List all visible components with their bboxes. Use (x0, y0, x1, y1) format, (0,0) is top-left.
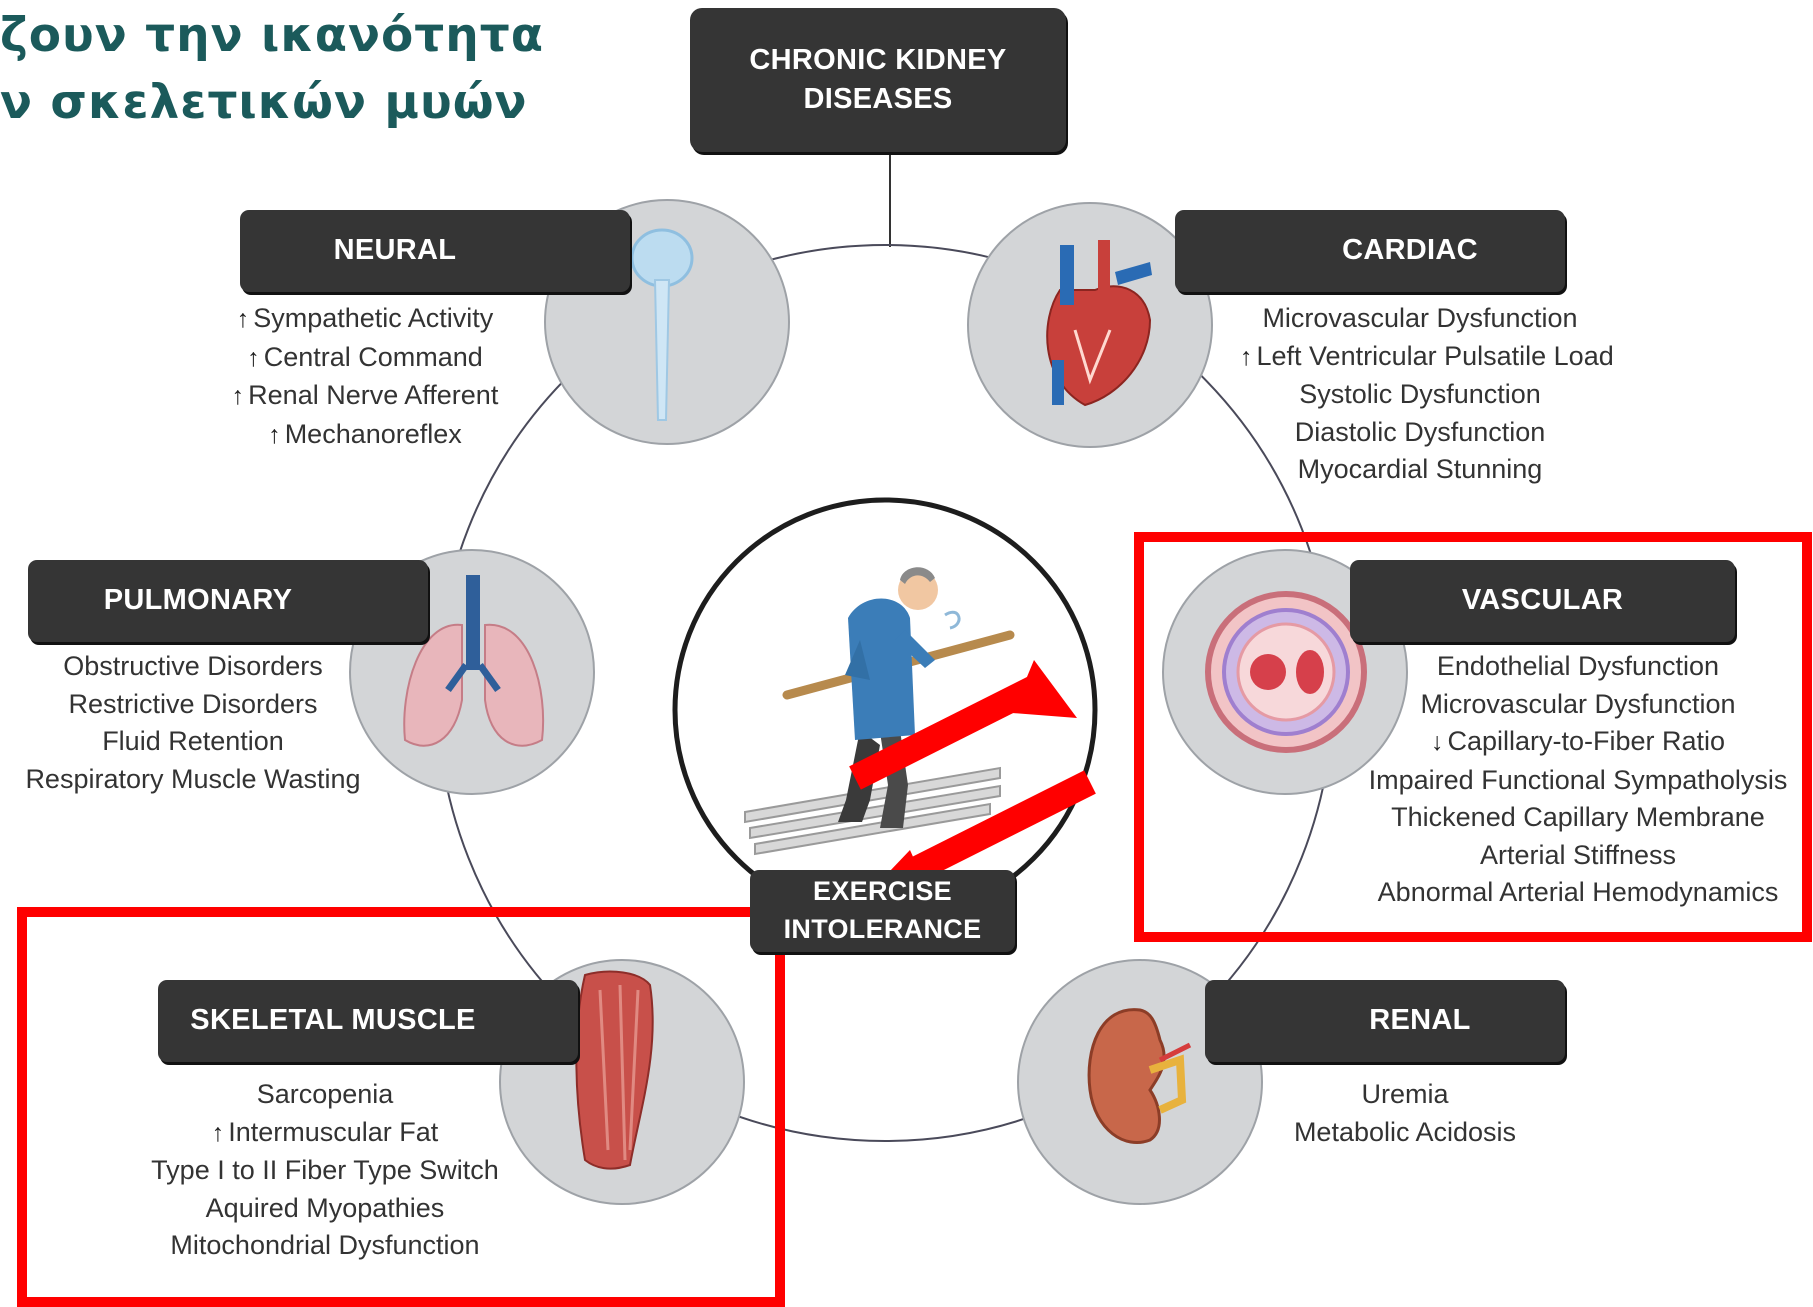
cardiac-title: CARDIAC (1342, 231, 1478, 270)
neural-list-item: ↑Sympathetic Activity (205, 300, 525, 339)
pulmonary-list-item: Respiratory Muscle Wasting (8, 761, 378, 799)
vascular-list-item: Arterial Stiffness (1358, 837, 1798, 875)
vascular-header: VASCULAR (1350, 560, 1735, 642)
vascular-list-item: Endothelial Dysfunction (1358, 648, 1798, 686)
cardiac-list-item-text: Microvascular Dysfunction (1262, 303, 1577, 333)
skeletal-list-item: Aquired Myopathies (135, 1190, 515, 1228)
cardiac-list-item: Myocardial Stunning (1240, 451, 1600, 489)
chronic-kidney-diseases-box: CHRONIC KIDNEY DISEASES (690, 8, 1066, 152)
skeletal-list-item-text: Intermuscular Fat (228, 1117, 438, 1147)
cardiac-list-item: ↑Left Ventricular Pulsatile Load (1240, 338, 1600, 377)
renal-list-item-text: Uremia (1361, 1079, 1448, 1109)
page-title-line-2: ν σκελετικών μυών (0, 75, 528, 130)
pulmonary-list-item: Fluid Retention (8, 723, 378, 761)
vascular-list-item-text: Thickened Capillary Membrane (1391, 802, 1765, 832)
up-arrow-icon: ↑ (1240, 343, 1253, 371)
neural-list-item-text: Sympathetic Activity (253, 303, 493, 333)
blood-vessel-icon (1208, 594, 1364, 750)
skeletal-muscle-header: SKELETAL MUSCLE (158, 980, 578, 1062)
pulmonary-list-item-text: Obstructive Disorders (63, 651, 323, 681)
vascular-list-item-text: Impaired Functional Sympatholysis (1369, 765, 1788, 795)
neural-list-item-text: Central Command (264, 342, 483, 372)
renal-list-item: Metabolic Acidosis (1255, 1114, 1555, 1152)
cardiac-list-item: Microvascular Dysfunction (1240, 300, 1600, 338)
skeletal-list-item: Type I to II Fiber Type Switch (135, 1152, 515, 1190)
cardiac-list-item-text: Myocardial Stunning (1298, 454, 1543, 484)
skeletal-list-item: ↑Intermuscular Fat (135, 1114, 515, 1153)
up-arrow-icon: ↑ (237, 305, 250, 333)
vascular-list-item: Abnormal Arterial Hemodynamics (1358, 874, 1798, 912)
cardiac-list-item-text: Diastolic Dysfunction (1295, 417, 1546, 447)
pulmonary-list-item-text: Restrictive Disorders (68, 689, 317, 719)
pulmonary-title: PULMONARY (104, 581, 293, 620)
skeletal-list-item: Sarcopenia (135, 1076, 515, 1114)
renal-title: RENAL (1369, 1001, 1470, 1040)
vascular-list-item: Impaired Functional Sympatholysis (1358, 762, 1798, 800)
cardiac-list-item-text: Left Ventricular Pulsatile Load (1257, 341, 1614, 371)
renal-list-item: Uremia (1255, 1076, 1555, 1114)
cardiac-list-item-text: Systolic Dysfunction (1299, 379, 1541, 409)
skeletal-list-item: Mitochondrial Dysfunction (135, 1227, 515, 1265)
cardiac-list-item: Diastolic Dysfunction (1240, 414, 1600, 452)
vascular-list-item-text: Endothelial Dysfunction (1437, 651, 1719, 681)
vascular-list-item: Microvascular Dysfunction (1358, 686, 1798, 724)
up-arrow-icon: ↑ (212, 1119, 225, 1147)
pulmonary-header: PULMONARY (28, 560, 428, 642)
neural-list-item-text: Mechanoreflex (285, 419, 462, 449)
pulmonary-list-item: Restrictive Disorders (8, 686, 378, 724)
vascular-list-item-text: Arterial Stiffness (1480, 840, 1676, 870)
cardiac-header: CARDIAC (1175, 210, 1565, 292)
neural-list-item: ↑Mechanoreflex (205, 416, 525, 455)
up-arrow-icon: ↑ (232, 382, 245, 410)
cardiac-list-item: Systolic Dysfunction (1240, 376, 1600, 414)
pulmonary-list-item: Obstructive Disorders (8, 648, 378, 686)
skeletal-list-item-text: Aquired Myopathies (206, 1193, 445, 1223)
vascular-title: VASCULAR (1462, 581, 1623, 620)
vascular-list-item: ↓Capillary-to-Fiber Ratio (1358, 723, 1798, 762)
pulmonary-list-item-text: Respiratory Muscle Wasting (25, 764, 360, 794)
up-arrow-icon: ↑ (268, 421, 281, 449)
cardiac-list: Microvascular Dysfunction ↑Left Ventricul… (1240, 300, 1600, 489)
neural-list: ↑Sympathetic Activity↑Central Command↑Re… (205, 300, 525, 454)
neural-list-item-text: Renal Nerve Afferent (248, 380, 498, 410)
vascular-list-item-text: Abnormal Arterial Hemodynamics (1378, 877, 1779, 907)
pulmonary-list-item-text: Fluid Retention (102, 726, 284, 756)
neural-header: NEURAL (240, 210, 630, 292)
skeletal-list-item-text: Sarcopenia (257, 1079, 394, 1109)
neural-list-item: ↑Central Command (205, 339, 525, 378)
exercise-line-2: INTOLERANCE (784, 911, 982, 949)
exercise-line-1: EXERCISE (813, 873, 952, 911)
vascular-list-item-text: Capillary-to-Fiber Ratio (1447, 726, 1725, 756)
renal-list-item-text: Metabolic Acidosis (1294, 1117, 1516, 1147)
skeletal-list-item-text: Mitochondrial Dysfunction (170, 1230, 479, 1260)
vascular-list-item-text: Microvascular Dysfunction (1420, 689, 1735, 719)
down-arrow-icon: ↓ (1431, 728, 1444, 756)
skeletal-title: SKELETAL MUSCLE (190, 1001, 475, 1040)
up-arrow-icon: ↑ (247, 344, 260, 372)
ckd-line-2: DISEASES (803, 80, 952, 119)
neural-list-item: ↑Renal Nerve Afferent (205, 377, 525, 416)
ckd-line-1: CHRONIC KIDNEY (749, 41, 1006, 80)
skeletal-list-item-text: Type I to II Fiber Type Switch (151, 1155, 499, 1185)
page-title-line-1: ζουν την ικανότητα (0, 8, 544, 63)
renal-header: RENAL (1205, 980, 1565, 1062)
neural-title: NEURAL (334, 231, 457, 270)
exercise-intolerance-box: EXERCISE INTOLERANCE (750, 870, 1015, 952)
vascular-list-item: Thickened Capillary Membrane (1358, 799, 1798, 837)
